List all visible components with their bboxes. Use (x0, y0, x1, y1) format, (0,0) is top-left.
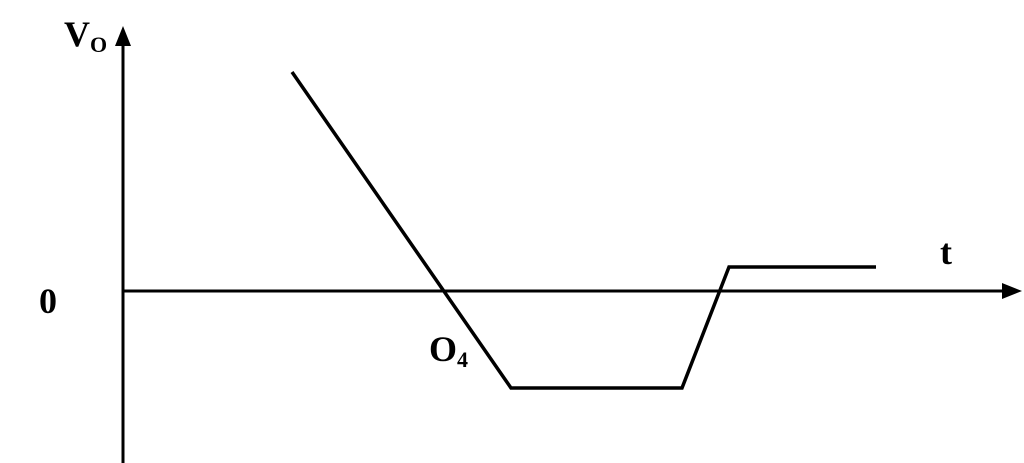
x-axis-arrowhead (1002, 283, 1022, 299)
origin-label: 0 (39, 281, 57, 321)
y-axis-arrowhead (115, 26, 131, 46)
y-axis-label-main: V (64, 14, 90, 54)
output-voltage-waveform (290, 71, 876, 390)
y-axis-label-subscript: O (90, 32, 107, 57)
zero-crossing-label: O4 (429, 329, 468, 372)
zero-crossing-label-subscript: 4 (457, 347, 468, 372)
zero-crossing-label-main: O (429, 329, 457, 369)
y-axis-label: VO (64, 14, 107, 57)
x-axis-label: t (940, 232, 952, 272)
